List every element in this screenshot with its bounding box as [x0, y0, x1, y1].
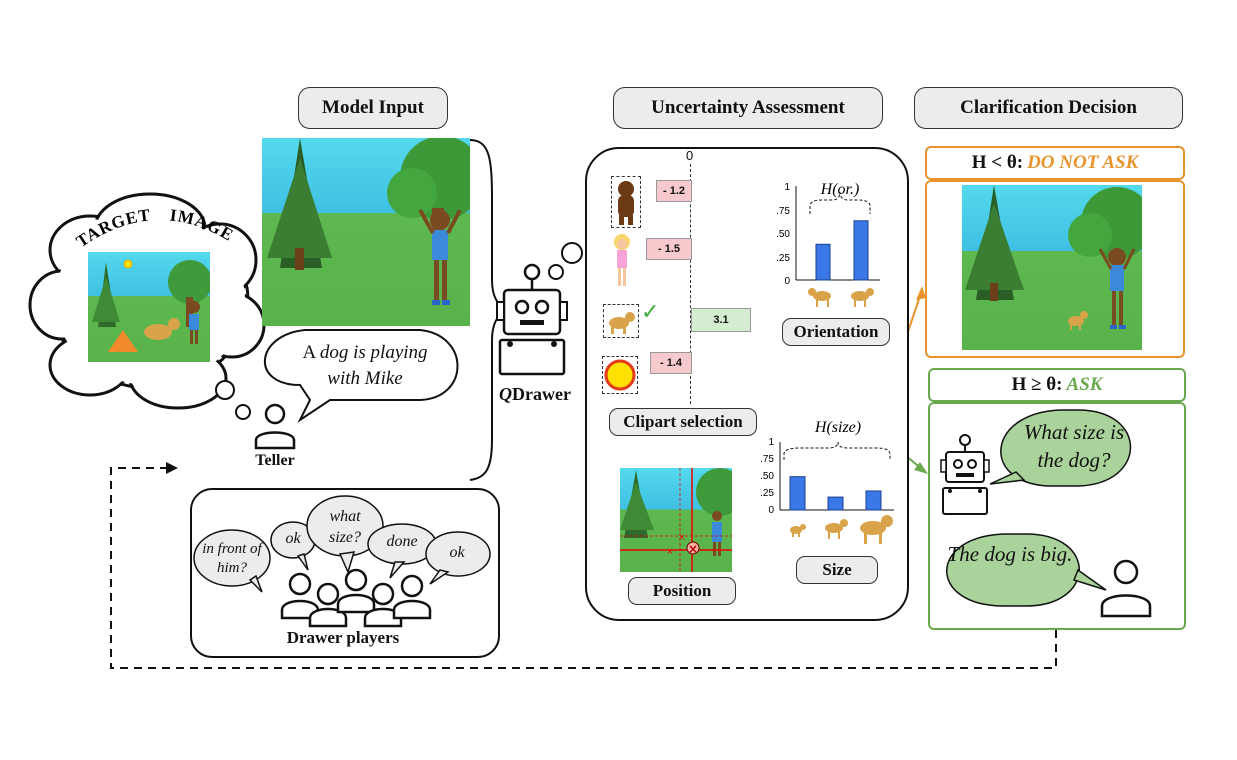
target-image-title: TARGET IMAGE — [73, 205, 237, 251]
clipart-score-bear: - 1.2 — [656, 180, 692, 202]
teller-utterance-italic: dog is playing — [319, 342, 428, 363]
ask-action: ASK — [1066, 374, 1103, 395]
no-ask-prefix: H < θ: — [971, 152, 1024, 173]
clipart-sun — [602, 356, 638, 394]
no-ask-action: DO NOT ASK — [1027, 152, 1139, 173]
qdrawer-label: QDrawer — [490, 384, 580, 405]
clipart-bear — [611, 176, 641, 228]
clipart-score-dog: 3.1 — [691, 308, 751, 332]
human-answer: The dog is big. — [947, 542, 1073, 566]
orientation-bar-1 — [815, 243, 831, 281]
clipart-girl — [608, 232, 636, 290]
orientation-bar-2 — [853, 220, 869, 281]
orientation-title: H(or.) — [820, 181, 860, 198]
orientation-label: Orientation — [782, 318, 890, 346]
size-chart: H(size) 1 .75 .50 .25 0 — [760, 419, 894, 544]
ask-robot-icon — [940, 434, 990, 515]
qdrawer-q: Q — [499, 384, 513, 404]
size-bar-2 — [827, 496, 844, 511]
size-bar-3 — [865, 490, 882, 511]
orientation-tick-1: 1 — [784, 182, 790, 193]
orientation-tick-2: .75 — [776, 206, 790, 217]
size-tick-4: .25 — [760, 488, 774, 499]
target-word-2: IMAGE — [169, 205, 237, 245]
drawer-bubble-5: ok — [449, 544, 465, 561]
clipart-dog — [603, 304, 639, 338]
clipart-check-icon: ✓ — [641, 300, 660, 325]
ask-person-icon — [1100, 559, 1152, 618]
orientation-tick-5: 0 — [784, 276, 790, 287]
size-title: H(size) — [814, 419, 861, 436]
position-label: Position — [628, 577, 736, 605]
target-word-1: TARGET — [73, 205, 152, 251]
ask-header: H ≥ θ: ASK — [928, 368, 1186, 402]
drawer-bubble-1: in front of him? — [202, 541, 262, 576]
robot-question: What size is the dog? — [1023, 420, 1125, 472]
orientation-tick-4: .25 — [776, 253, 790, 264]
orientation-tick-3: .50 — [776, 229, 790, 240]
size-tick-3: .50 — [760, 471, 774, 482]
drawer-bubble-2: ok — [285, 530, 301, 547]
clipart-selection-label: Clipart selection — [609, 408, 757, 436]
drawer-bubble-4: done — [386, 533, 418, 550]
clipart-score-sun: - 1.4 — [650, 352, 692, 374]
size-label: Size — [796, 556, 878, 584]
clipart-score-girl: - 1.5 — [646, 238, 692, 260]
no-ask-header: H < θ: DO NOT ASK — [925, 146, 1185, 180]
clipart-axis-zero: 0 — [686, 148, 694, 163]
teller-person-icon — [254, 403, 296, 450]
size-dog-icons — [790, 515, 893, 544]
header-clarification-decision: Clarification Decision — [914, 87, 1183, 129]
drawer-bubbles — [193, 495, 491, 628]
clipart-axis-line — [690, 164, 691, 404]
ask-prefix: H ≥ θ: — [1011, 374, 1063, 395]
teller-utterance: A dog is playing with Mike — [270, 340, 460, 392]
drawer-players-label: Drawer players — [286, 628, 400, 647]
svg-text:×: × — [666, 547, 674, 557]
no-ask-image — [962, 185, 1142, 350]
teller-label: Teller — [255, 452, 295, 469]
orientation-dog-icons — [808, 288, 874, 307]
qdrawer-robot-icon — [496, 263, 568, 376]
model-input-image — [262, 138, 470, 326]
svg-text:×: × — [688, 542, 698, 556]
orientation-chart: H(or.) 1 .75 .50 .25 0 — [776, 181, 880, 307]
size-tick-5: 0 — [768, 505, 774, 516]
size-bar-1 — [789, 476, 806, 511]
svg-text:×: × — [678, 533, 686, 543]
qdrawer-name: Drawer — [512, 384, 571, 404]
drawer-bubble-3: what size? — [329, 508, 361, 546]
header-uncertainty-assessment: Uncertainty Assessment — [613, 87, 883, 129]
teller-utterance-plain: A — [302, 342, 320, 363]
ask-dialogue — [946, 409, 1132, 607]
size-tick-1: 1 — [768, 437, 774, 448]
target-image — [88, 252, 210, 362]
header-model-input: Model Input — [298, 87, 448, 129]
position-image: × × × — [620, 468, 732, 572]
teller-utterance-line2: with Mike — [327, 368, 403, 389]
size-tick-2: .75 — [760, 454, 774, 465]
